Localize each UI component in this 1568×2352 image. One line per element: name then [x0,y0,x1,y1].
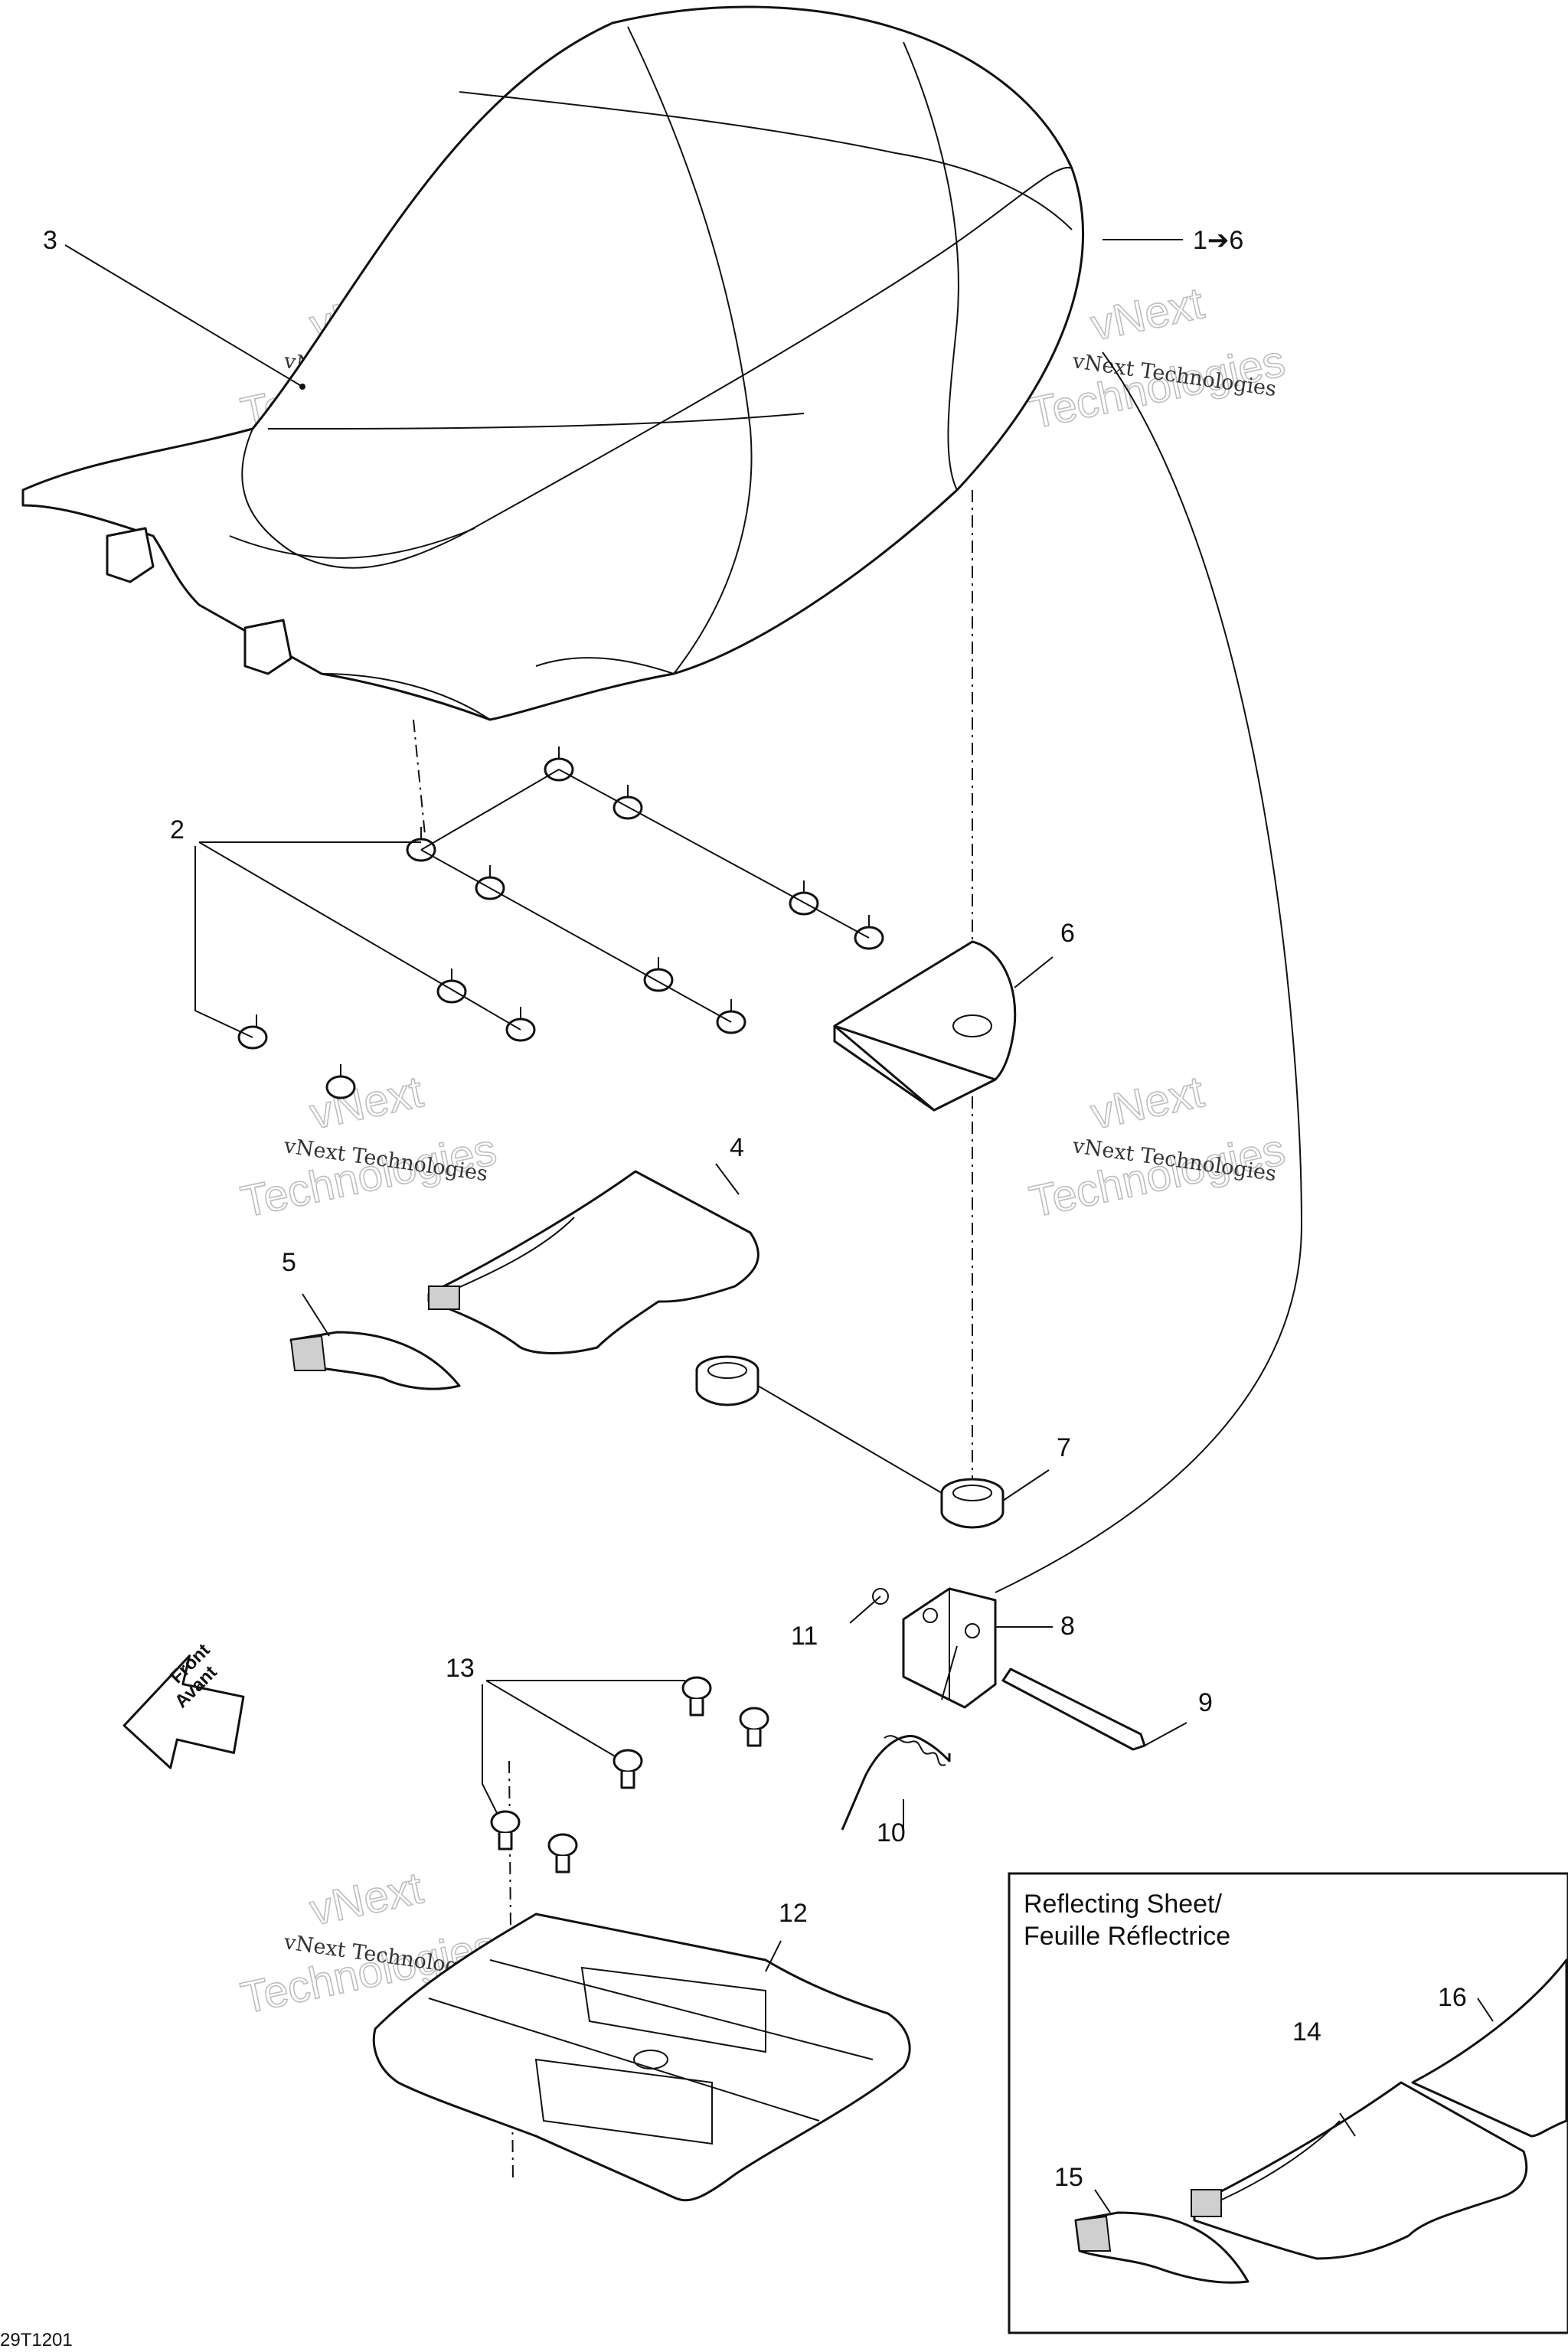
part-5-drawing [289,1331,461,1390]
callout-16: 16 [1438,1983,1467,2012]
bracket-drawing [833,940,1017,1112]
svg-text:vNext: vNext [305,1067,427,1138]
grommet-upper [695,1355,760,1406]
screw-3 [612,1749,643,1789]
center-lines [413,490,973,2183]
latch-drawing [841,1587,1146,1831]
screw-5 [547,1833,578,1873]
callout-3: 3 [43,226,57,255]
screw-2 [739,1707,769,1747]
front-arrow: Front Avant [122,1640,245,1769]
drawing-code: 29T1201 [0,2330,73,2350]
grommets-drawing [695,1355,1004,1529]
callout-13: 13 [446,1654,475,1683]
seat-drawing [21,5,1084,721]
pad-11 [237,1014,268,1050]
pad-12 [325,1064,356,1099]
callout-9: 9 [1198,1688,1213,1717]
skid-plate-drawing [372,1913,911,2202]
callout-5: 5 [282,1248,296,1277]
grommet-lower [940,1478,1004,1529]
callout-8: 8 [1060,1612,1075,1641]
watermark-mid-right: vNext Technologies vNext Technologies [1024,1067,1289,1228]
callout-12: 12 [779,1899,808,1928]
inset-title-line2: Feuille Réflectrice [1024,1922,1230,1951]
svg-text:vNext: vNext [1086,278,1208,350]
leader-lines [64,239,1494,2213]
callout-4: 4 [730,1133,744,1162]
callout-15: 15 [1054,2163,1083,2192]
seat-pads-drawing [194,746,884,1099]
pad-6 [854,915,884,950]
callout-6: 6 [1060,919,1075,948]
svg-text:vNext: vNext [305,1863,427,1935]
screws-drawing [482,1676,769,1873]
watermark-mid-left: vNext Technologies vNext Technologies [236,1067,501,1228]
part-4-drawing [427,1170,760,1354]
callout-11: 11 [791,1622,818,1651]
callout-1-to-6: 1➔6 [1193,226,1243,255]
inset-title-line1: Reflecting Sheet/ [1024,1890,1222,1919]
reflecting-sheet-inset: Reflecting Sheet/ Feuille Réflectrice [1008,1872,1568,2334]
callout-2: 2 [170,815,185,844]
screw-1 [681,1676,712,1717]
callout-14: 14 [1292,2017,1321,2047]
pad-8 [643,957,674,992]
callout-7: 7 [1057,1433,1071,1462]
callout-10: 10 [877,1818,906,1847]
pad-7 [436,969,467,1004]
svg-text:vNext: vNext [1086,1067,1208,1138]
screw-4 [490,1810,521,1851]
callouts: 1➔6 3 2 6 4 5 7 8 11 9 10 13 12 16 14 15 [43,226,1467,2192]
